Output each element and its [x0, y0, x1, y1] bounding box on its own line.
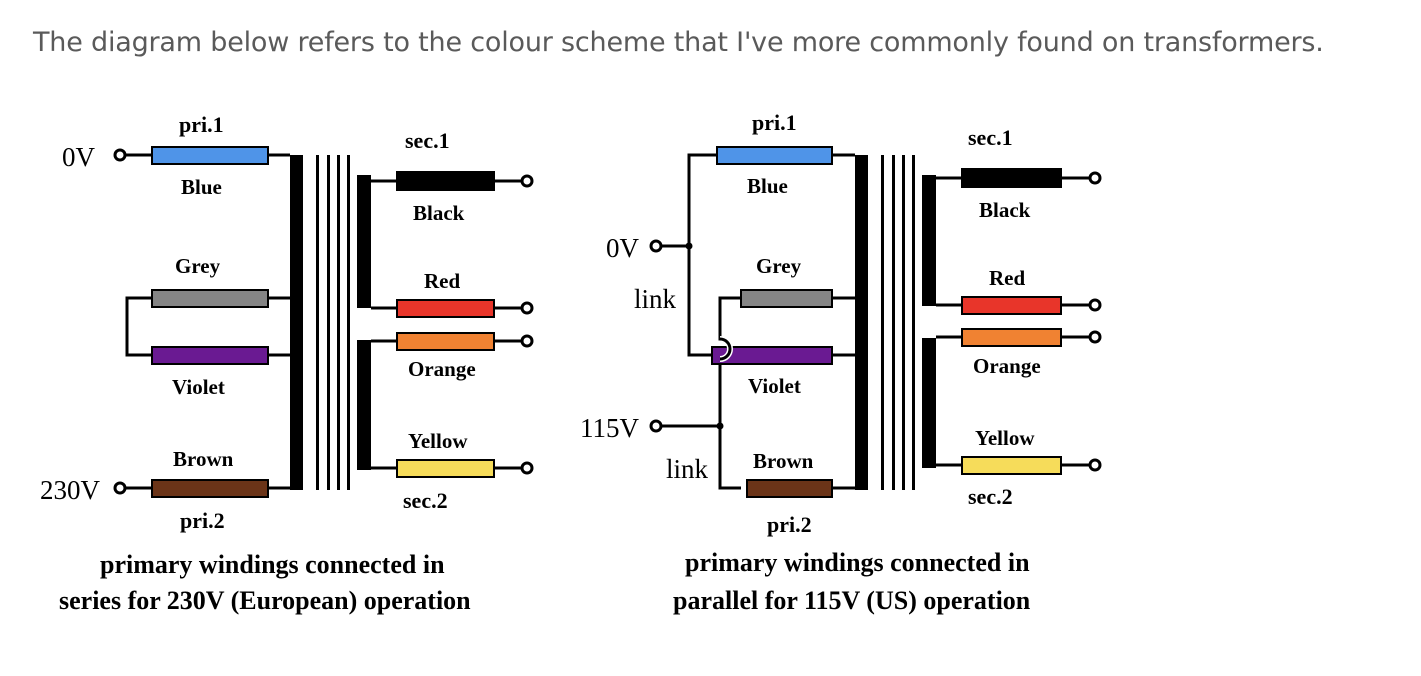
label-pri1: pri.1: [752, 110, 797, 135]
violet-winding: [711, 346, 833, 365]
label-0v: 0V: [606, 233, 640, 263]
label-blue: Blue: [181, 175, 222, 199]
label-link2: link: [666, 454, 709, 484]
terminal-230v: [113, 481, 127, 495]
label-yellow: Yellow: [408, 429, 468, 453]
terminal-sec1-out: [1088, 171, 1102, 185]
label-grey: Grey: [756, 254, 802, 278]
grey-winding: [740, 289, 833, 308]
label-230v: 230V: [40, 475, 101, 505]
red-winding: [396, 299, 495, 318]
terminal-sec1-out: [520, 174, 534, 188]
terminal-orange-out: [1088, 330, 1102, 344]
terminal-red-out: [1088, 298, 1102, 312]
label-yellow: Yellow: [975, 426, 1035, 450]
core-laminations: [855, 155, 936, 490]
label-sec2: sec.2: [968, 484, 1013, 509]
label-0v: 0V: [62, 142, 96, 172]
label-violet: Violet: [172, 375, 225, 399]
label-black: Black: [979, 198, 1031, 222]
terminal-0v: [113, 148, 127, 162]
label-sec1: sec.1: [968, 125, 1013, 150]
terminal-sec2-out: [520, 461, 534, 475]
intro-text: The diagram below refers to the colour s…: [33, 27, 1324, 58]
label-black: Black: [413, 201, 465, 225]
label-link1: link: [634, 284, 677, 314]
label-sec2: sec.2: [403, 488, 448, 513]
terminal-orange-out: [520, 334, 534, 348]
yellow-winding: [396, 459, 495, 478]
label-sec1: sec.1: [405, 128, 450, 153]
yellow-winding: [961, 456, 1062, 475]
orange-winding: [961, 328, 1062, 347]
label-brown: Brown: [753, 449, 814, 473]
label-pri2: pri.2: [180, 508, 225, 533]
brown-winding: [746, 479, 833, 498]
parallel-diagram: pri.1 sec.1 Blue Black 0V Grey Red link …: [580, 110, 1102, 615]
violet-winding: [151, 346, 269, 365]
terminal-0v: [649, 239, 663, 253]
black-winding: [961, 168, 1062, 188]
label-115v: 115V: [580, 413, 639, 443]
label-orange: Orange: [973, 354, 1041, 378]
red-winding: [961, 296, 1062, 315]
terminal-sec2-out: [1088, 458, 1102, 472]
caption-line1: primary windings connected in: [100, 550, 445, 579]
caption-line2: series for 230V (European) operation: [59, 586, 471, 615]
label-grey: Grey: [175, 254, 221, 278]
blue-winding: [151, 146, 269, 165]
label-blue: Blue: [747, 174, 788, 198]
caption-line2: parallel for 115V (US) operation: [673, 586, 1031, 615]
label-pri1: pri.1: [179, 112, 224, 137]
label-pri2: pri.2: [767, 512, 812, 537]
terminal-115v: [649, 419, 663, 433]
label-brown: Brown: [173, 447, 234, 471]
black-winding: [396, 171, 495, 191]
series-diagram: pri.1 0V Blue sec.1 Black Grey Red Orang…: [40, 112, 534, 615]
brown-winding: [151, 479, 269, 498]
caption-line1: primary windings connected in: [685, 548, 1030, 577]
label-violet: Violet: [748, 374, 801, 398]
label-red: Red: [424, 269, 460, 293]
label-orange: Orange: [408, 357, 476, 381]
core-laminations: [290, 155, 371, 490]
label-red: Red: [989, 266, 1025, 290]
orange-winding: [396, 332, 495, 351]
terminal-red-out: [520, 301, 534, 315]
grey-winding: [151, 289, 269, 308]
blue-winding: [716, 146, 833, 165]
